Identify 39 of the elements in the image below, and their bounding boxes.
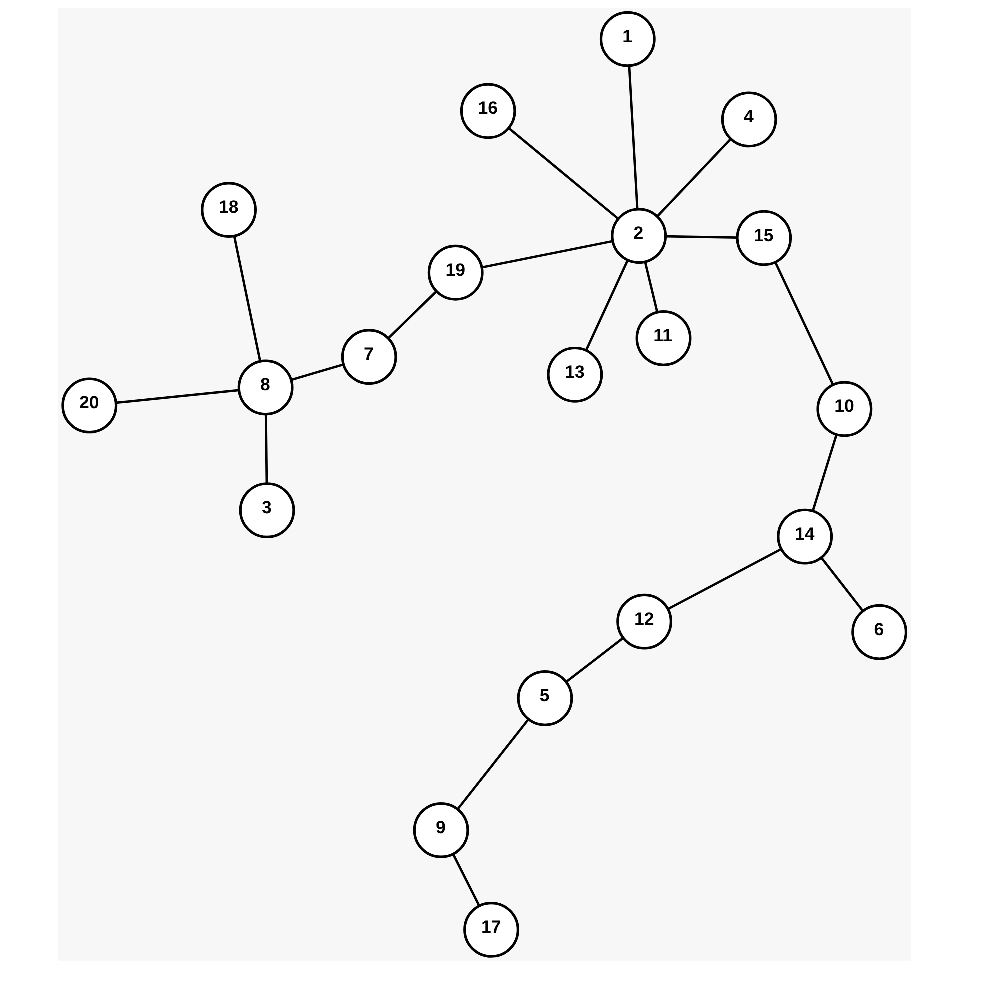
connector [656, 138, 732, 218]
node-circle: 10 [816, 381, 873, 438]
connector [116, 389, 239, 404]
connector [566, 637, 624, 683]
connector [233, 236, 262, 362]
connector [628, 66, 639, 210]
node-circle: 19 [428, 244, 484, 301]
node-circle: 2 [611, 208, 668, 264]
connector [820, 557, 864, 612]
node-circle: 11 [636, 310, 692, 366]
connector [452, 854, 480, 906]
node-circle: 15 [736, 210, 792, 266]
node-circle: 16 [460, 83, 516, 140]
node-circle: 6 [852, 604, 908, 660]
node-circle: 3 [239, 482, 296, 538]
node-circle: 4 [721, 92, 778, 148]
node-circle: 20 [62, 378, 118, 434]
connector [457, 718, 530, 810]
connector [668, 548, 782, 610]
node-circle: 7 [341, 329, 398, 386]
connector [291, 364, 344, 382]
node-circle: 17 [464, 902, 520, 958]
node-circle: 9 [413, 802, 470, 858]
connector [644, 262, 659, 312]
connector [508, 128, 620, 220]
connector [774, 262, 834, 386]
node-circle: 5 [517, 670, 574, 726]
node-circle: 12 [616, 594, 672, 650]
node-circle: 1 [600, 11, 656, 68]
connector [388, 290, 438, 340]
connector [812, 434, 838, 512]
connector [482, 240, 614, 269]
connector [666, 235, 738, 239]
node-circle: 18 [201, 182, 258, 238]
node-circle: 8 [238, 360, 294, 416]
connector [264, 414, 268, 484]
node-circle: 14 [777, 508, 834, 565]
connector [585, 260, 630, 351]
node-circle: 13 [547, 346, 604, 403]
